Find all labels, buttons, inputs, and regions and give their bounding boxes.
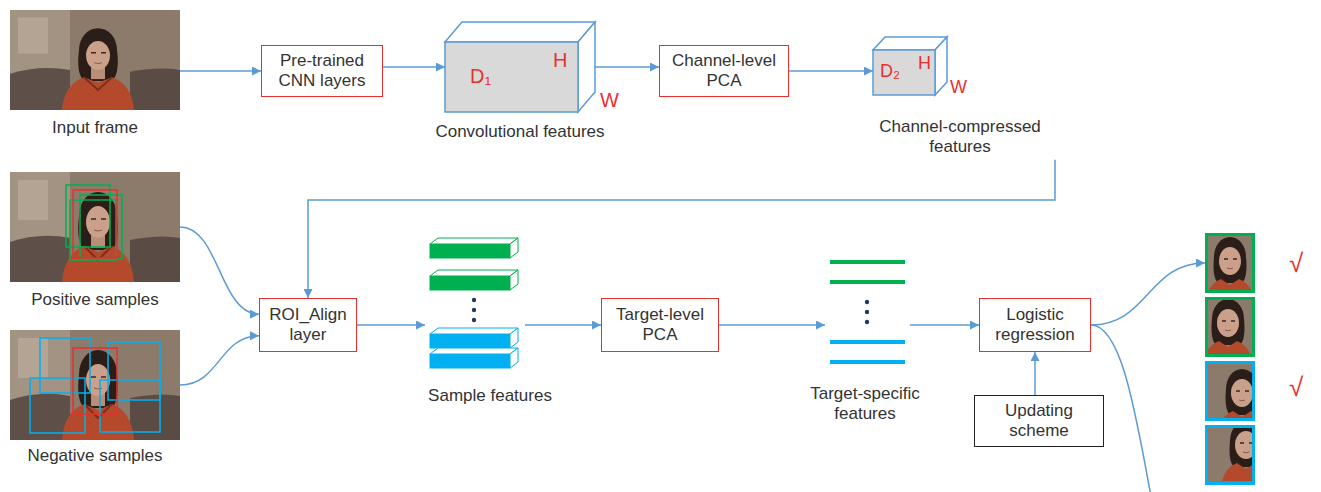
box-label: Channel-level PCA <box>666 51 782 92</box>
letter-slot: H <box>553 50 567 71</box>
flow-arrow <box>1034 352 1036 395</box>
dimension-label: D₁ <box>470 65 491 87</box>
flow-arrow <box>1091 263 1205 325</box>
process-box: Updating scheme <box>974 395 1104 447</box>
box-label: Updating scheme <box>981 401 1097 442</box>
figure-caption: Convolutional features <box>430 122 610 142</box>
result-crop: √ <box>1205 357 1315 417</box>
box-label: Pre-trained CNN layers <box>268 51 376 92</box>
process-box: Pre-trained CNN layers <box>261 45 383 97</box>
flow-arrow <box>595 66 659 68</box>
flow-arrow <box>180 227 259 314</box>
flow-arrow <box>357 324 425 326</box>
flow-arrow <box>789 70 873 72</box>
figure-caption: Positive samples <box>10 290 180 310</box>
result-crop: √ <box>1205 233 1315 293</box>
feature-stack: Sample features <box>415 232 565 406</box>
flow-arrow <box>525 324 601 326</box>
figure-region <box>425 232 525 368</box>
crop-region <box>1205 233 1255 293</box>
sample-image: Negative samples <box>10 330 180 466</box>
letter-slot: W <box>950 78 967 97</box>
flow-arrow <box>180 336 259 385</box>
figure-caption: Target-specific features <box>790 384 940 425</box>
letter-slot: D₁ <box>470 66 491 87</box>
flow-arrow <box>719 324 825 326</box>
crop-region <box>1205 357 1255 417</box>
flow-arrow <box>308 160 1055 298</box>
dimension-label: H <box>918 53 931 73</box>
dimension-label: D₂ <box>880 61 900 81</box>
result-mark: √ <box>1289 374 1303 400</box>
result-crop: × <box>1205 481 1315 492</box>
letter-slot: W <box>600 90 619 111</box>
flow-arrow <box>1091 325 1205 492</box>
flow-arrow <box>180 70 261 72</box>
feature-cube: D₂ HW Channel-compressed features <box>860 37 1060 158</box>
figure-caption: Input frame <box>10 118 180 138</box>
figure-caption: Sample features <box>415 386 565 406</box>
letter-slot: H <box>918 54 931 73</box>
letter-slot: D₂ <box>880 62 900 81</box>
figure-region <box>445 22 595 112</box>
figure-region <box>825 252 910 370</box>
feature-vectors: Target-specific features <box>790 252 940 425</box>
crop-region <box>1205 481 1255 492</box>
dimension-label: W <box>600 89 619 111</box>
figure-region <box>10 330 180 440</box>
figure-caption: Channel-compressed features <box>860 117 1060 158</box>
result-mark: √ <box>1289 250 1303 276</box>
box-label: Target-level PCA <box>608 305 712 346</box>
flow-arrow <box>910 324 979 326</box>
flow-arrow <box>383 66 445 68</box>
process-box: ROI_Align layer <box>259 298 357 352</box>
process-box: Channel-level PCA <box>659 45 789 97</box>
dimension-label: H <box>553 49 567 71</box>
box-label: ROI_Align layer <box>266 305 350 346</box>
feature-cube: D₁HWConvolutional features <box>430 22 610 142</box>
process-box: Target-level PCA <box>601 298 719 352</box>
process-box: Logistic regression <box>979 298 1091 352</box>
dimension-label: W <box>950 77 967 97</box>
sample-image: Positive samples <box>10 172 180 310</box>
figure-caption: Negative samples <box>10 446 180 466</box>
figure-region <box>10 172 180 282</box>
input-frame: Input frame <box>10 10 180 138</box>
figure-region <box>10 10 180 110</box>
box-label: Logistic regression <box>986 305 1084 346</box>
